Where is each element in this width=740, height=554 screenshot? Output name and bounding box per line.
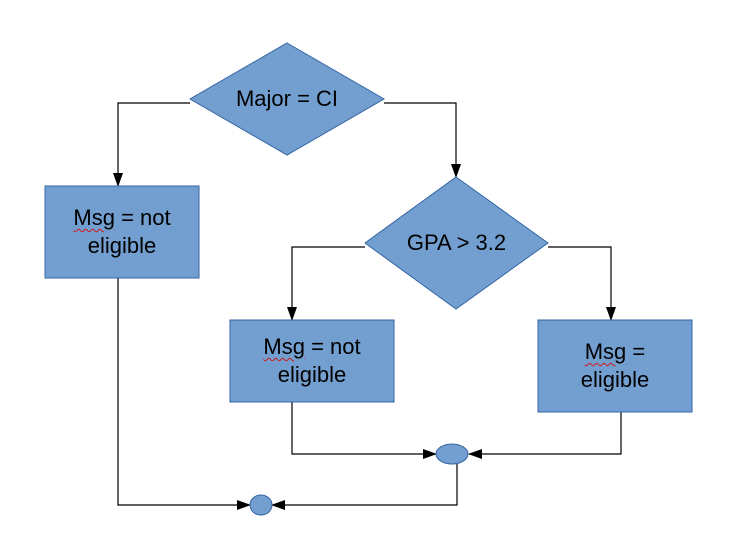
connector-msg-mid-to-merge-inner <box>291 402 437 459</box>
msg-mid-box[interactable] <box>229 319 395 403</box>
connector-major-to-gpa <box>384 102 461 178</box>
connector-msg-left-to-merge-outer <box>117 278 251 510</box>
connector-merge-inner-to-merge-outer <box>271 463 458 510</box>
msg-right-box[interactable] <box>537 319 693 413</box>
connector-gpa-to-msg-mid <box>287 246 365 321</box>
msg-left-box[interactable] <box>44 185 200 279</box>
merge-node-inner[interactable] <box>435 443 469 465</box>
connector-msg-right-to-merge-inner <box>468 412 622 459</box>
merge-node-outer[interactable] <box>249 494 273 516</box>
connector-major-to-msg-left <box>113 102 190 187</box>
connector-gpa-to-msg-right <box>548 246 616 321</box>
decision-gpa-diamond[interactable] <box>364 176 549 310</box>
decision-major-diamond[interactable] <box>188 42 386 156</box>
